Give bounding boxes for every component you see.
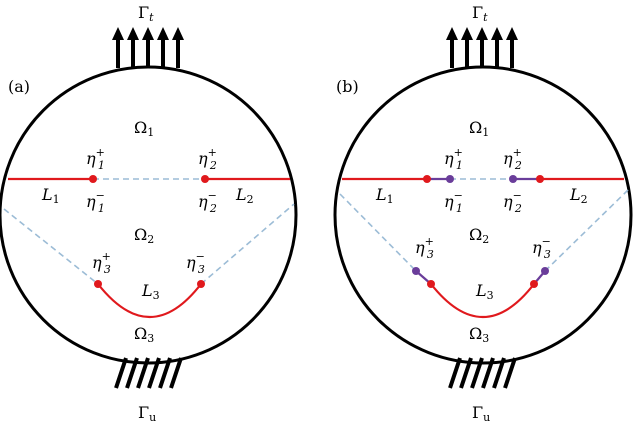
- panel-b: (b) Γt Γu: [333, 3, 633, 424]
- panel-a-tag: (a): [8, 77, 30, 96]
- panel-b-eta-1-minus: η−1: [444, 189, 463, 215]
- panel-b-tag: (b): [336, 77, 359, 96]
- panel-b-interfaces: [339, 178, 629, 272]
- panel-a-omega-1: Ω1: [134, 118, 154, 139]
- panel-b-eta-3-minus: η−3: [532, 235, 551, 261]
- panel-a-eta-2-minus: η−2: [198, 189, 217, 215]
- panel-b-omega-3: Ω3: [469, 324, 489, 345]
- panel-b-cracks: [342, 177, 624, 318]
- panel-a-eta-1-plus: η+1: [86, 146, 105, 172]
- panel-a-omega-3: Ω3: [134, 324, 154, 345]
- panel-a-gamma-u: Γu: [138, 403, 156, 424]
- panel-b-crack-label-L2: L2: [569, 185, 588, 206]
- panel-a-crack-label-L3: L3: [141, 281, 160, 302]
- panel-a-crack-label-L2: L2: [235, 185, 254, 206]
- panel-a-crack-label-L1: L1: [41, 185, 60, 206]
- panel-b-crack-label-L3: L3: [475, 281, 494, 302]
- panel-b-gamma-t: Γt: [472, 3, 488, 24]
- panel-b-omega-1: Ω1: [469, 118, 489, 139]
- panel-b-eta-2-plus: η+2: [503, 146, 522, 172]
- panel-a-crack-tips: [89, 175, 209, 288]
- panel-a-traction-arrows: [112, 27, 184, 68]
- panel-a-interfaces: [3, 178, 295, 285]
- panel-b-crack-tips-extended: [412, 175, 549, 275]
- panel-a-omega-2: Ω2: [134, 225, 154, 246]
- panel-a-crack-L3: [97, 283, 202, 318]
- panel-b-crack-L3: [430, 283, 535, 318]
- panel-b-gamma-u: Γu: [472, 403, 490, 424]
- panel-a-eta-3-plus: η+3: [92, 250, 111, 276]
- panel-a-eta-1-minus: η−1: [86, 189, 105, 215]
- panel-a-cracks: [8, 177, 290, 318]
- panel-b-traction-arrows: [446, 27, 518, 68]
- panel-b-eta-3-plus: η+3: [415, 235, 434, 261]
- panel-b-domain-boundary: [333, 65, 633, 365]
- panel-b-omega-2: Ω2: [469, 225, 489, 246]
- panel-b-crack-tips-red: [423, 175, 544, 288]
- panel-b-eta-2-minus: η−2: [503, 189, 522, 215]
- panel-a-domain-boundary: [0, 65, 298, 365]
- panel-b-crack-label-L1: L1: [375, 185, 394, 206]
- panel-a: (a) Γt Γu: [0, 3, 298, 424]
- panel-a-eta-2-plus: η+2: [198, 146, 217, 172]
- panel-a-eta-3-minus: η−3: [186, 250, 205, 276]
- panel-a-gamma-t: Γt: [138, 3, 154, 24]
- panel-b-eta-1-plus: η+1: [444, 146, 463, 172]
